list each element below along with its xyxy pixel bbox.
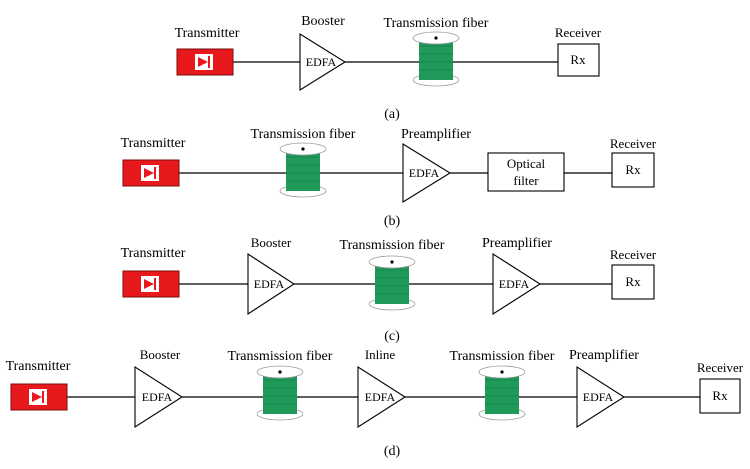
- fiber-label: Transmission fiber: [251, 127, 356, 142]
- laser-diode-icon: [176, 48, 234, 76]
- receiver-label: Receiver: [610, 247, 657, 262]
- edfa-label: EDFA: [365, 390, 396, 404]
- edfa-label: EDFA: [142, 390, 173, 404]
- caption-b: (b): [384, 214, 401, 229]
- preamplifier-label: Preamplifier: [401, 127, 471, 142]
- laser-diode-icon: [122, 270, 180, 298]
- booster-label: Booster: [301, 14, 345, 29]
- diagram-a: Transmitter EDFA Booster Transmission fi…: [175, 14, 602, 122]
- receiver-label: Receiver: [697, 360, 744, 375]
- amplifier-triangle-icon: [402, 143, 452, 203]
- fiber-label: Transmission fiber: [450, 349, 555, 364]
- transmitter-label: Transmitter: [6, 359, 71, 374]
- laser-diode-icon: [10, 383, 68, 411]
- transmitter-label: Transmitter: [121, 136, 186, 151]
- rx-label: Rx: [625, 274, 641, 289]
- fiber-spool-icon: [256, 365, 304, 421]
- amplifier-triangle-icon: [247, 252, 296, 316]
- preamplifier-label: Preamplifier: [569, 348, 639, 363]
- inline-label: Inline: [365, 347, 396, 362]
- diagram-c: Transmitter EDFA Booster Transmission fi…: [121, 235, 657, 344]
- caption-a: (a): [384, 107, 400, 122]
- amplifier-triangle-icon: [357, 365, 407, 429]
- diagram-b: Transmitter Transmission fiber EDFA Prea…: [121, 127, 657, 229]
- edfa-label: EDFA: [306, 55, 337, 69]
- rx-label: Rx: [712, 388, 728, 403]
- edfa-label: EDFA: [254, 277, 285, 291]
- fiber-spool-icon: [412, 31, 460, 87]
- receiver-label: Receiver: [610, 136, 657, 151]
- fiber-spool-icon: [279, 142, 327, 198]
- diagram-d: Transmitter EDFA Booster Transmission fi…: [6, 347, 744, 459]
- rx-label: Rx: [625, 162, 641, 177]
- receiver-box: [557, 43, 600, 77]
- optical-filter-box: [487, 152, 565, 192]
- preamplifier-label: Preamplifier: [482, 236, 552, 251]
- edfa-label: EDFA: [409, 166, 440, 180]
- fiber-label: Transmission fiber: [384, 16, 489, 31]
- amplifier-triangle-icon: [492, 252, 542, 316]
- caption-c: (c): [384, 329, 400, 344]
- transmitter-label: Transmitter: [175, 26, 240, 41]
- edfa-label: EDFA: [583, 390, 614, 404]
- receiver-box: [611, 152, 655, 188]
- booster-label: Booster: [251, 235, 292, 250]
- filter-label-line2: filter: [513, 173, 539, 188]
- fiber-spool-icon: [478, 365, 526, 421]
- fiber-spool-icon: [368, 255, 416, 311]
- edfa-label: EDFA: [499, 277, 530, 291]
- receiver-label: Receiver: [555, 25, 602, 40]
- receiver-box: [611, 264, 655, 300]
- receiver-box: [699, 378, 741, 414]
- laser-diode-icon: [122, 159, 180, 187]
- transmitter-label: Transmitter: [121, 246, 186, 261]
- filter-label-line1: Optical: [507, 156, 546, 171]
- rx-label: Rx: [570, 52, 586, 67]
- fiber-label: Transmission fiber: [228, 349, 333, 364]
- amplifier-triangle-icon: [299, 33, 347, 91]
- amplifier-triangle-icon: [134, 365, 184, 429]
- caption-d: (d): [384, 444, 401, 459]
- booster-label: Booster: [140, 347, 181, 362]
- amplifier-triangle-icon: [576, 365, 626, 429]
- fiber-label: Transmission fiber: [340, 238, 445, 253]
